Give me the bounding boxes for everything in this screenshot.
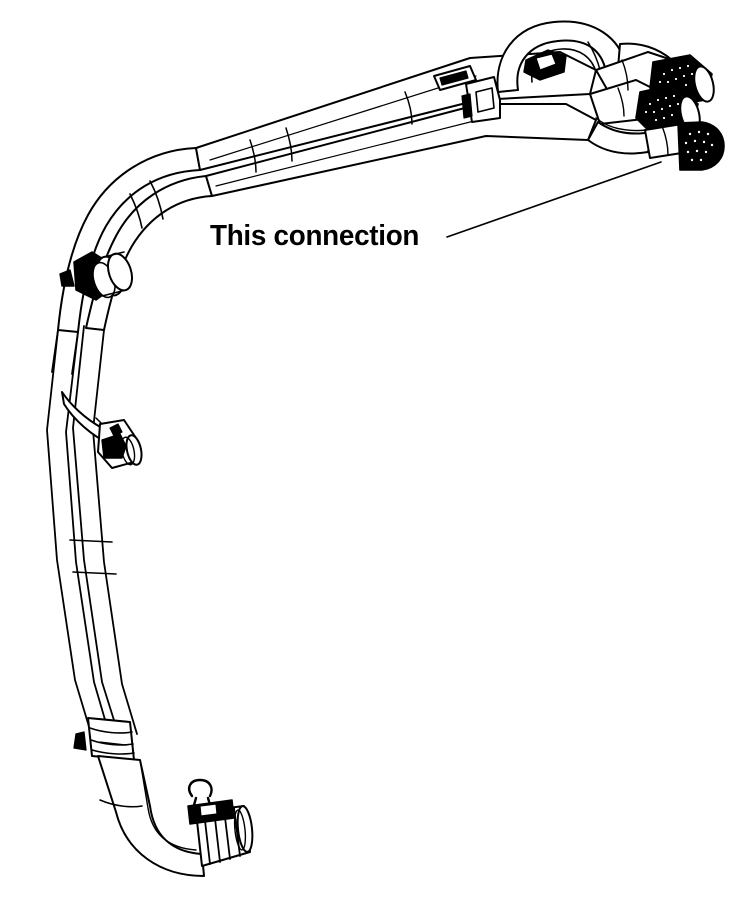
branch-quick-connect <box>61 391 143 469</box>
lower-clamp-collar <box>73 717 135 761</box>
bottom-ribbed-end <box>195 805 254 867</box>
lower-right-connector-end <box>644 121 725 171</box>
mid-run-retainer-clip <box>433 65 501 123</box>
left-bend-section <box>51 147 213 375</box>
annotation-label: This connection <box>210 220 420 252</box>
assembly-group <box>46 20 725 877</box>
bottom-elbow <box>97 755 205 877</box>
bottom-spring-clamp <box>187 778 235 825</box>
leader-line <box>446 161 662 238</box>
left-bend-coupling <box>59 251 133 301</box>
vertical-tube-pair <box>46 325 138 735</box>
